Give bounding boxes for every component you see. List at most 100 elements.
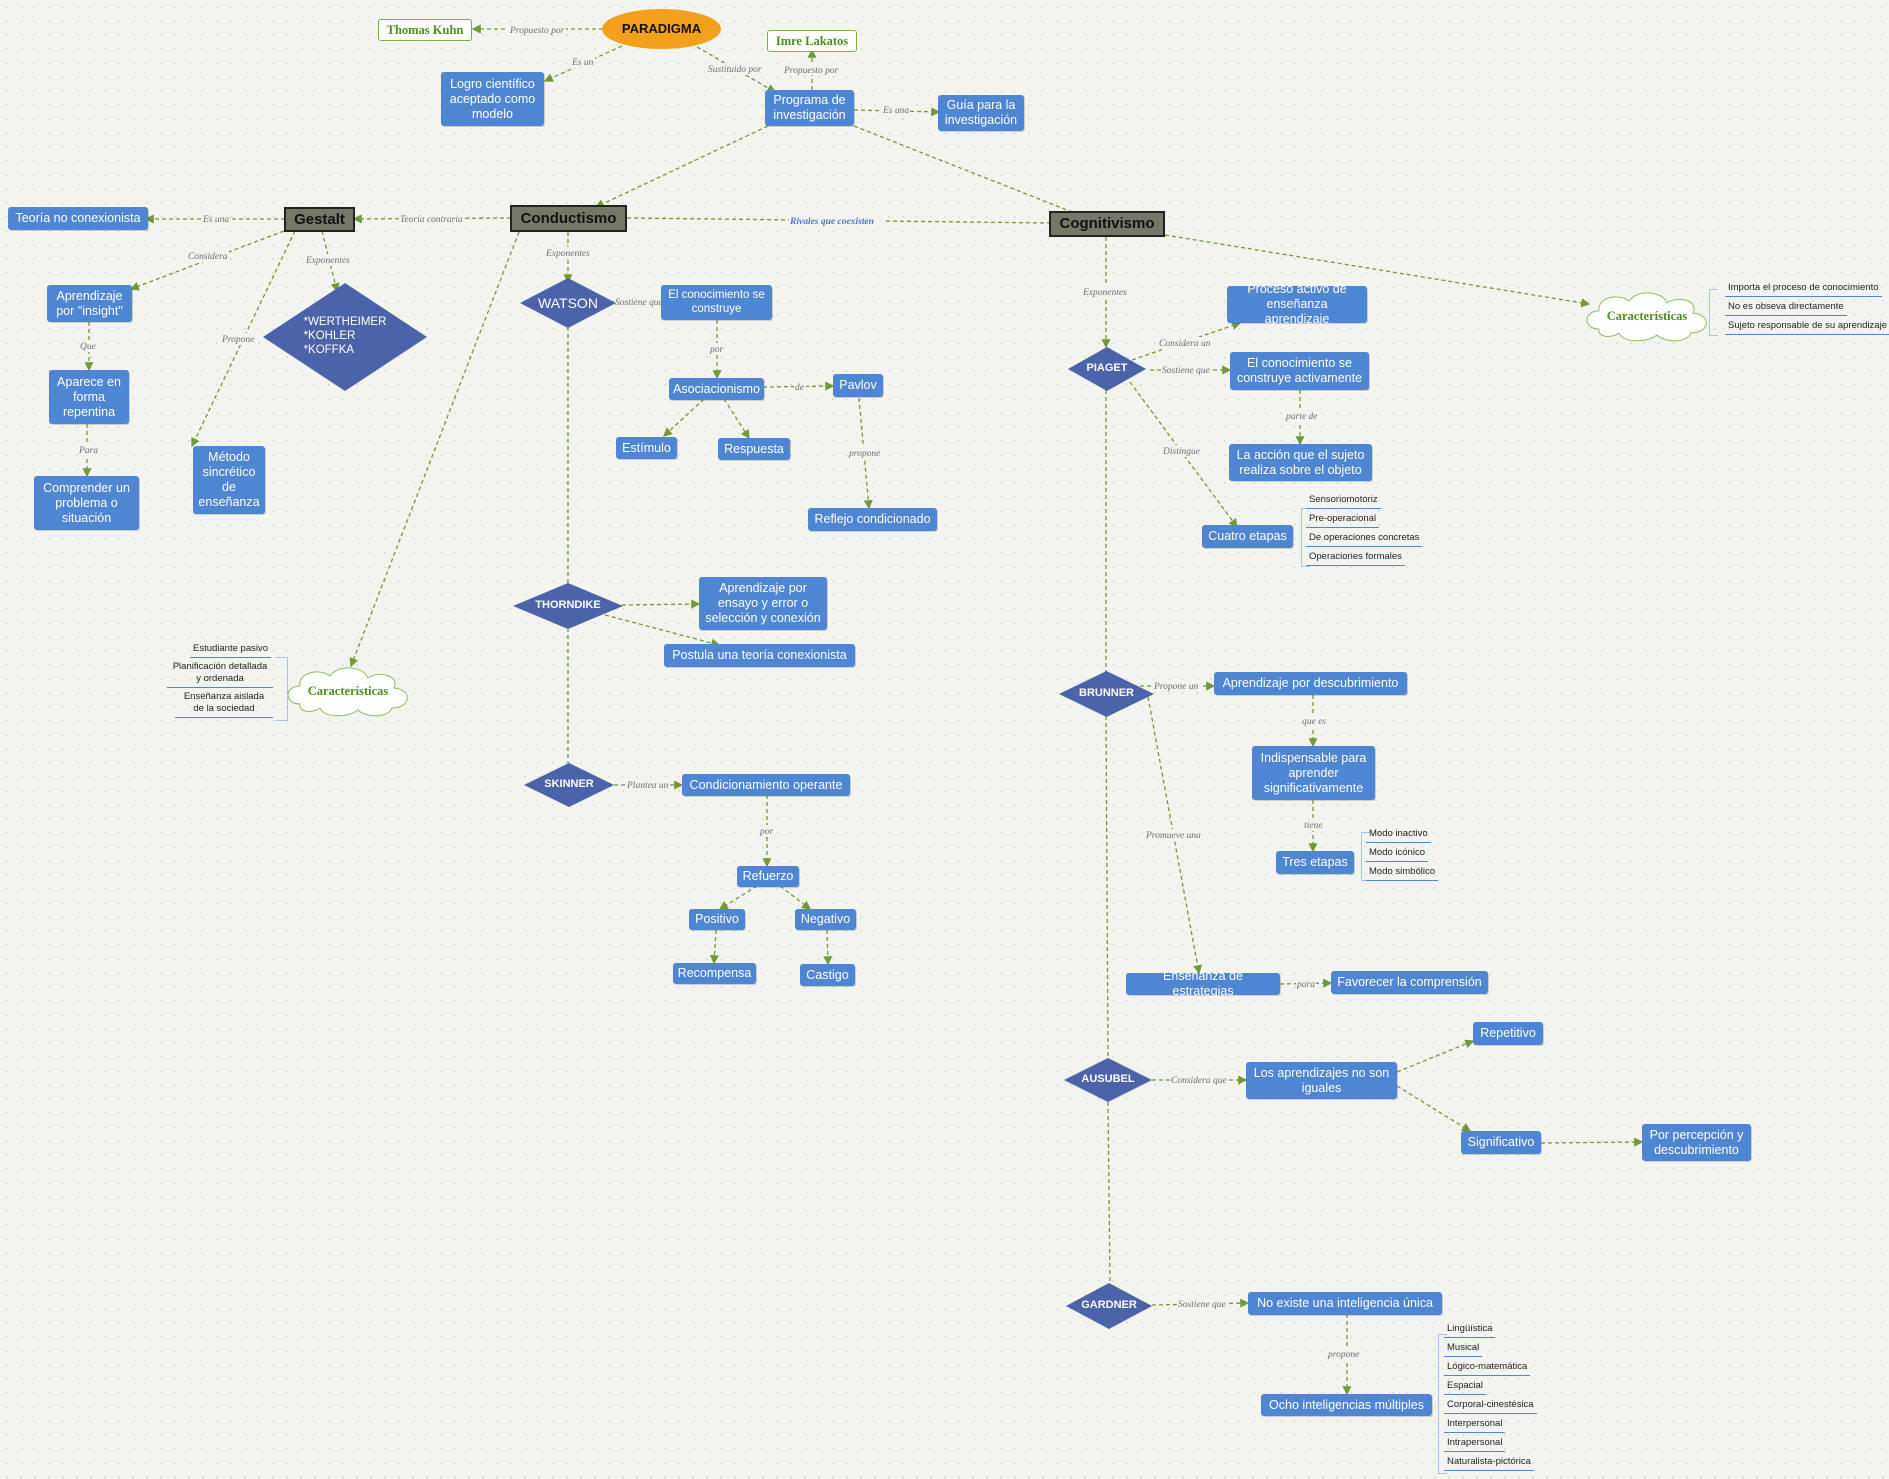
recompensa-label: Recompensa — [677, 966, 752, 980]
diamond-shape — [513, 583, 623, 629]
brunner-etapa-item: Modo simbólico — [1366, 866, 1438, 881]
insight-label: Aprendizaje por "insight" — [56, 288, 123, 318]
edge-pavlov-reflejo — [858, 397, 873, 510]
aprendizaje-descubrimiento-label: Aprendizaje por descubrimiento — [1222, 676, 1399, 690]
cognitivismo-node[interactable]: Cognitivismo — [1049, 211, 1165, 237]
asociacionismo-node[interactable]: Asociacionismo — [669, 378, 764, 400]
asociacionismo-label: Asociacionismo — [673, 381, 760, 396]
teoria-no-conexionista-node[interactable]: Teoría no conexionista — [8, 207, 148, 230]
edge-label-rivales: Rivales que coexisten — [789, 215, 885, 227]
conocimiento-activamente-node[interactable]: El conocimiento se construye activamente — [1230, 352, 1369, 390]
aprendizaje-descubrimiento-node[interactable]: Aprendizaje por descubrimiento — [1214, 672, 1407, 695]
edge-gestalt-insight — [129, 230, 285, 291]
paradigma-node[interactable]: PARADIGMA — [602, 9, 721, 49]
significativo-label: Significativo — [1467, 1135, 1535, 1149]
caracteristicas-conductismo-label: Características — [307, 683, 389, 698]
svg-text:Que: Que — [80, 342, 96, 352]
edge-negativo-castigo — [823, 929, 833, 966]
edge-programa-cognitivismo — [853, 125, 1073, 213]
edge-label-exponentes-cog: Exponentes — [1082, 286, 1130, 298]
piaget-etapa-item: Operaciones formales — [1306, 551, 1405, 566]
gardner-node[interactable]: GARDNER — [1066, 1283, 1152, 1329]
logro-node[interactable]: Logro científico aceptado como modelo — [441, 72, 544, 126]
svg-text:Es un: Es un — [571, 58, 594, 68]
ocho-node[interactable]: Ocho inteligencias múltiples — [1261, 1394, 1432, 1416]
exponentes-gestalt-node[interactable]: *WERTHEIMER *KOHLER *KOFFKA — [263, 283, 427, 391]
reflejo-node[interactable]: Reflejo condicionado — [808, 508, 937, 531]
cond-caracteristica-item: Estudiante pasivo — [190, 643, 271, 658]
no-existe-node[interactable]: No existe una inteligencia única — [1248, 1292, 1442, 1315]
edge-label-distingue: Distingue — [1162, 445, 1202, 457]
ensayo-error-node[interactable]: Aprendizaje por ensayo y error o selecci… — [699, 577, 827, 630]
inteligencia-item: Naturalista-pictórica — [1444, 1456, 1534, 1471]
gestalt-label: Gestalt — [294, 210, 345, 228]
castigo-node[interactable]: Castigo — [800, 964, 855, 986]
svg-text:Sostiene que: Sostiene que — [615, 298, 663, 308]
caracteristicas-conductismo-node[interactable]: Características — [280, 664, 416, 718]
no-iguales-node[interactable]: Los aprendizajes no son iguales — [1246, 1062, 1397, 1099]
negativo-node[interactable]: Negativo — [795, 909, 856, 930]
tres-etapas-label: Tres etapas — [1282, 855, 1348, 869]
percepcion-node[interactable]: Por percepción y descubrimiento — [1642, 1124, 1751, 1161]
edge-asociacionismo-estimulo — [663, 398, 705, 437]
refuerzo-label: Refuerzo — [742, 869, 794, 883]
edge-label-para-b: para — [1296, 978, 1316, 990]
svg-text:Propone un: Propone un — [1153, 682, 1198, 692]
thomas-kuhn-node[interactable]: Thomas Kuhn — [378, 19, 472, 41]
svg-text:propone: propone — [848, 449, 880, 459]
condicionamiento-node[interactable]: Condicionamiento operante — [682, 774, 850, 796]
piaget-node[interactable]: PIAGET — [1068, 347, 1146, 391]
cond-caracteristica-item: Planificación detallada y ordenada — [167, 661, 273, 688]
svg-text:Exponentes: Exponentes — [1082, 288, 1127, 298]
thorndike-label: THORNDIKE — [535, 599, 601, 612]
postula-node[interactable]: Postula una teoría conexionista — [664, 644, 855, 667]
comprender-node[interactable]: Comprender un problema o situación — [34, 476, 139, 530]
aparece-node[interactable]: Aparece en forma repentina — [49, 370, 129, 424]
edge-label-parte-de: parte de — [1285, 410, 1319, 422]
inteligencias-bracket — [1438, 1334, 1447, 1474]
ausubel-node[interactable]: AUSUBEL — [1064, 1058, 1152, 1102]
proceso-activo-label: Proceso activo de enseñanza aprendizaje — [1247, 282, 1347, 326]
favorecer-node[interactable]: Favorecer la comprensión — [1331, 971, 1488, 994]
postula-label: Postula una teoría conexionista — [672, 648, 847, 662]
conocimiento-construye-node[interactable]: El conocimiento se construye — [661, 285, 772, 320]
conductismo-label: Conductismo — [520, 209, 617, 227]
edge-label-propuesto-por-2: Propuesto por — [783, 63, 841, 76]
thorndike-node[interactable]: THORNDIKE — [513, 583, 623, 629]
imre-lakatos-node[interactable]: Imre Lakatos — [767, 30, 857, 52]
svg-text:Propuesto por: Propuesto por — [509, 26, 565, 36]
svg-text:Es una: Es una — [202, 215, 229, 225]
programa-node[interactable]: Programa de investigación — [765, 90, 854, 126]
pavlov-node[interactable]: Pavlov — [833, 374, 883, 397]
cuatro-etapas-node[interactable]: Cuatro etapas — [1202, 525, 1293, 548]
proceso-activo-node[interactable]: Proceso activo de enseñanza aprendizaje — [1227, 282, 1367, 326]
edge-programa-conductismo — [594, 125, 769, 208]
guia-node[interactable]: Guía para la investigación — [938, 95, 1024, 131]
recompensa-node[interactable]: Recompensa — [673, 963, 756, 984]
edge-label-que-es: que es — [1301, 715, 1327, 727]
insight-node[interactable]: Aprendizaje por "insight" — [47, 285, 132, 322]
cognitivismo-label: Cognitivismo — [1059, 215, 1155, 232]
estimulo-node[interactable]: Estímulo — [616, 437, 677, 459]
gestalt-node[interactable]: Gestalt — [284, 207, 355, 232]
brunner-node[interactable]: BRUNNER — [1059, 671, 1154, 717]
metodo-node[interactable]: Método sincrético de enseñanza — [193, 446, 265, 514]
watson-node[interactable]: WATSON — [520, 278, 616, 328]
positivo-node[interactable]: Positivo — [689, 909, 745, 930]
accion-sujeto-node[interactable]: La acción que el sujeto realiza sobre el… — [1229, 444, 1372, 481]
percepcion-label: Por percepción y descubrimiento — [1649, 1127, 1744, 1157]
estrategias-node[interactable]: Enseñanza de estrategias — [1126, 969, 1280, 998]
tres-etapas-node[interactable]: Tres etapas — [1276, 851, 1354, 874]
estrategias-label: Enseñanza de estrategias — [1163, 969, 1243, 998]
diamond-shape — [1066, 1283, 1152, 1329]
indispensable-node[interactable]: Indispensable para aprender significativ… — [1252, 746, 1375, 800]
edge-label-considera-un: Considera un — [1158, 337, 1212, 349]
edge-label-propone-un: Propone un — [1153, 680, 1201, 692]
skinner-node[interactable]: SKINNER — [524, 763, 614, 807]
refuerzo-node[interactable]: Refuerzo — [737, 866, 799, 887]
caracteristicas-cognitivismo-node[interactable]: Características — [1579, 289, 1715, 343]
significativo-node[interactable]: Significativo — [1461, 1131, 1541, 1154]
respuesta-node[interactable]: Respuesta — [718, 438, 790, 460]
repetitivo-node[interactable]: Repetitivo — [1473, 1022, 1543, 1045]
conductismo-node[interactable]: Conductismo — [510, 205, 627, 232]
